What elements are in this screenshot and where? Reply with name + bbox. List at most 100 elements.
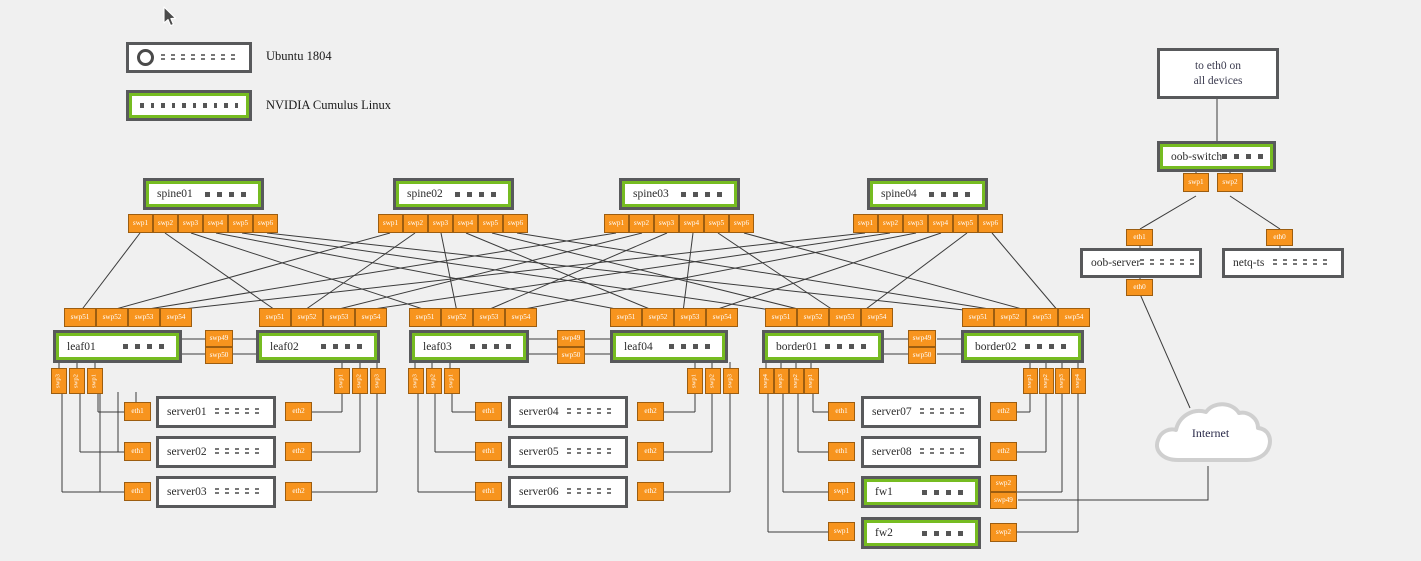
device-server01[interactable]: server01 — [156, 396, 276, 428]
port-leaf04-swp1[interactable]: swp1 — [687, 368, 703, 394]
port-leaf03-swp2[interactable]: swp2 — [426, 368, 442, 394]
port-border02-swp51[interactable]: swp51 — [962, 308, 994, 327]
port-leaf03-swp53[interactable]: swp53 — [473, 308, 505, 327]
port-server04-eth1[interactable]: eth1 — [475, 402, 502, 421]
port-spine04-swp3[interactable]: swp3 — [903, 214, 928, 233]
port-server05-eth1[interactable]: eth1 — [475, 442, 502, 461]
port-border01-swp1[interactable]: swp1 — [804, 368, 819, 394]
port-spine03-swp2[interactable]: swp2 — [629, 214, 654, 233]
device-leaf02[interactable]: leaf02 — [256, 330, 380, 363]
port-leaf04-swp54[interactable]: swp54 — [706, 308, 738, 327]
port-fw1-swp49[interactable]: swp49 — [990, 492, 1017, 509]
port-server03-eth1[interactable]: eth1 — [124, 482, 151, 501]
port-leaf02-swp52[interactable]: swp52 — [291, 308, 323, 327]
port-leaf02-swp2[interactable]: swp2 — [352, 368, 368, 394]
device-fw1[interactable]: fw1 — [861, 476, 981, 508]
port-spine03-swp6[interactable]: swp6 — [729, 214, 754, 233]
port-border01-swp53[interactable]: swp53 — [829, 308, 861, 327]
port-spine04-swp2[interactable]: swp2 — [878, 214, 903, 233]
peerlink-leaf01-leaf02-swp49[interactable]: swp49 — [205, 330, 233, 347]
port-server06-eth2[interactable]: eth2 — [637, 482, 664, 501]
port-spine02-swp4[interactable]: swp4 — [453, 214, 478, 233]
port-border01-swp4[interactable]: swp4 — [759, 368, 774, 394]
port-spine02-swp6[interactable]: swp6 — [503, 214, 528, 233]
port-oob-switch-swp1[interactable]: swp1 — [1183, 173, 1209, 192]
peerlink-border01-border02-swp49[interactable]: swp49 — [908, 330, 936, 347]
device-server08[interactable]: server08 — [861, 436, 981, 468]
port-server02-eth1[interactable]: eth1 — [124, 442, 151, 461]
port-border02-swp4[interactable]: swp4 — [1071, 368, 1086, 394]
port-leaf04-swp3[interactable]: swp3 — [723, 368, 739, 394]
port-border02-swp54[interactable]: swp54 — [1058, 308, 1090, 327]
port-spine01-swp1[interactable]: swp1 — [128, 214, 153, 233]
port-server02-eth2[interactable]: eth2 — [285, 442, 312, 461]
port-server06-eth1[interactable]: eth1 — [475, 482, 502, 501]
port-leaf01-swp2[interactable]: swp2 — [69, 368, 85, 394]
port-border02-swp53[interactable]: swp53 — [1026, 308, 1058, 327]
port-leaf04-swp51[interactable]: swp51 — [610, 308, 642, 327]
port-spine02-swp1[interactable]: swp1 — [378, 214, 403, 233]
port-server01-eth1[interactable]: eth1 — [124, 402, 151, 421]
port-spine04-swp4[interactable]: swp4 — [928, 214, 953, 233]
port-server03-eth2[interactable]: eth2 — [285, 482, 312, 501]
port-fw1-swp1[interactable]: swp1 — [828, 482, 855, 501]
port-border01-swp3[interactable]: swp3 — [774, 368, 789, 394]
port-leaf02-swp3[interactable]: swp3 — [370, 368, 386, 394]
port-server08-eth1[interactable]: eth1 — [828, 442, 855, 461]
port-leaf03-swp1[interactable]: swp1 — [444, 368, 460, 394]
device-server04[interactable]: server04 — [508, 396, 628, 428]
port-spine03-swp4[interactable]: swp4 — [679, 214, 704, 233]
device-leaf04[interactable]: leaf04 — [610, 330, 728, 363]
port-leaf01-swp3[interactable]: swp3 — [51, 368, 67, 394]
port-leaf03-swp3[interactable]: swp3 — [408, 368, 424, 394]
port-border01-swp2[interactable]: swp2 — [789, 368, 804, 394]
port-leaf02-swp54[interactable]: swp54 — [355, 308, 387, 327]
device-border02[interactable]: border02 — [961, 330, 1084, 363]
port-leaf01-swp51[interactable]: swp51 — [64, 308, 96, 327]
port-border02-swp2[interactable]: swp2 — [1039, 368, 1054, 394]
device-netq-ts[interactable]: netq-ts — [1222, 248, 1344, 278]
port-netq-ts-eth0[interactable]: eth0 — [1266, 229, 1293, 246]
port-oob-server-eth0[interactable]: eth0 — [1126, 279, 1153, 296]
port-server05-eth2[interactable]: eth2 — [637, 442, 664, 461]
port-spine04-swp6[interactable]: swp6 — [978, 214, 1003, 233]
port-leaf01-swp54[interactable]: swp54 — [160, 308, 192, 327]
port-spine04-swp5[interactable]: swp5 — [953, 214, 978, 233]
peerlink-border01-border02-swp50[interactable]: swp50 — [908, 347, 936, 364]
peerlink-leaf01-leaf02-swp50[interactable]: swp50 — [205, 347, 233, 364]
port-spine03-swp3[interactable]: swp3 — [654, 214, 679, 233]
device-border01[interactable]: border01 — [762, 330, 884, 363]
port-spine01-swp4[interactable]: swp4 — [203, 214, 228, 233]
port-leaf01-swp1[interactable]: swp1 — [87, 368, 103, 394]
port-oob-switch-swp2[interactable]: swp2 — [1217, 173, 1243, 192]
device-spine02[interactable]: spine02 — [393, 178, 514, 210]
port-leaf02-swp51[interactable]: swp51 — [259, 308, 291, 327]
port-server07-eth2[interactable]: eth2 — [990, 402, 1017, 421]
port-fw2-swp2[interactable]: swp2 — [990, 523, 1017, 542]
device-leaf03[interactable]: leaf03 — [409, 330, 529, 363]
port-leaf04-swp2[interactable]: swp2 — [705, 368, 721, 394]
port-spine02-swp5[interactable]: swp5 — [478, 214, 503, 233]
device-server03[interactable]: server03 — [156, 476, 276, 508]
device-spine04[interactable]: spine04 — [867, 178, 988, 210]
port-fw2-swp1[interactable]: swp1 — [828, 522, 855, 541]
port-spine01-swp3[interactable]: swp3 — [178, 214, 203, 233]
device-server07[interactable]: server07 — [861, 396, 981, 428]
port-leaf03-swp51[interactable]: swp51 — [409, 308, 441, 327]
port-leaf04-swp53[interactable]: swp53 — [674, 308, 706, 327]
device-oob-switch[interactable]: oob-switch — [1157, 141, 1276, 172]
port-spine01-swp6[interactable]: swp6 — [253, 214, 278, 233]
port-spine04-swp1[interactable]: swp1 — [853, 214, 878, 233]
port-spine02-swp2[interactable]: swp2 — [403, 214, 428, 233]
peerlink-leaf03-leaf04-swp49[interactable]: swp49 — [557, 330, 585, 347]
port-server04-eth2[interactable]: eth2 — [637, 402, 664, 421]
port-spine03-swp1[interactable]: swp1 — [604, 214, 629, 233]
port-spine02-swp3[interactable]: swp3 — [428, 214, 453, 233]
port-leaf03-swp52[interactable]: swp52 — [441, 308, 473, 327]
device-leaf01[interactable]: leaf01 — [53, 330, 182, 363]
device-spine03[interactable]: spine03 — [619, 178, 740, 210]
peerlink-leaf03-leaf04-swp50[interactable]: swp50 — [557, 347, 585, 364]
port-server07-eth1[interactable]: eth1 — [828, 402, 855, 421]
port-leaf02-swp53[interactable]: swp53 — [323, 308, 355, 327]
port-leaf02-swp1[interactable]: swp1 — [334, 368, 350, 394]
